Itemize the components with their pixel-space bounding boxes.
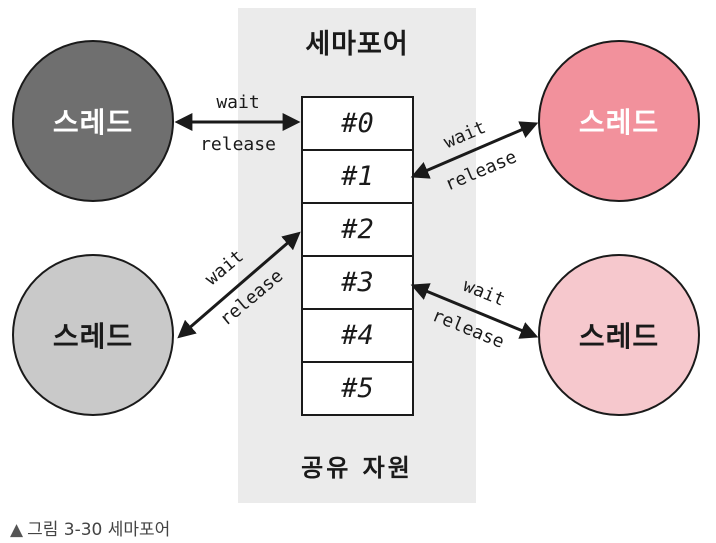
arrow-top-right-release: release: [442, 146, 520, 195]
thread-top-right: 스레드: [538, 40, 700, 202]
caption-text: 그림 3-30 세마포어: [27, 520, 171, 540]
arrow-bottom-right-wait: wait: [460, 275, 508, 311]
slot-3: #3: [303, 257, 412, 310]
caption-marker-icon: ▲: [10, 520, 24, 540]
slot-4: #4: [303, 310, 412, 363]
slot-1: #1: [303, 151, 412, 204]
arrow-top-left-release: release: [200, 134, 276, 155]
arrow-top-right: [410, 121, 539, 179]
shared-resource-label: 공유 자원: [301, 454, 413, 482]
thread-top-left: 스레드: [12, 40, 174, 202]
arrow-bottom-left: [177, 231, 301, 339]
arrow-bottom-right-release: release: [429, 305, 507, 353]
semaphore-slots: #0 #1 #2 #3 #4 #5: [301, 96, 414, 416]
thread-bottom-right: 스레드: [538, 254, 700, 416]
slot-5: #5: [341, 373, 374, 404]
slot-0: #0: [303, 98, 412, 151]
arrow-top-left-wait: wait: [216, 92, 259, 113]
diagram-title: 세마포어: [305, 29, 409, 60]
slot-2: #2: [303, 204, 412, 257]
figure-caption: ▲그림 3-30 세마포어: [10, 515, 170, 540]
arrow-bottom-right: [410, 283, 539, 339]
thread-bottom-left: 스레드: [12, 254, 174, 416]
